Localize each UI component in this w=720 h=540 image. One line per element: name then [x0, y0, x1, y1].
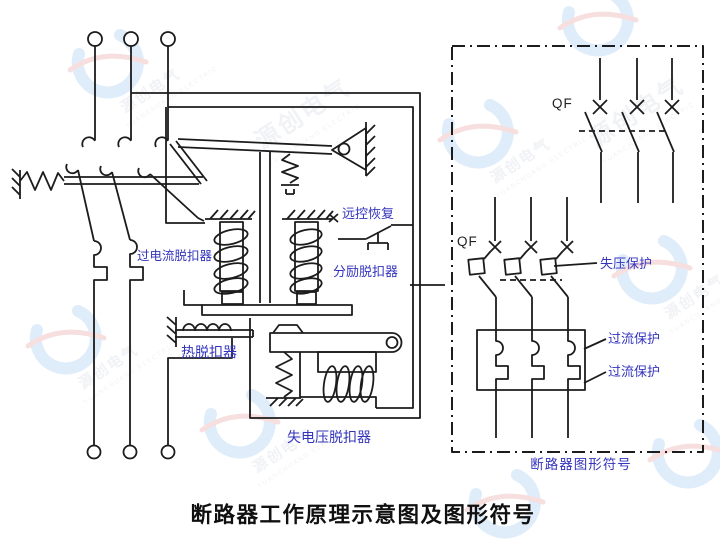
- armature-tip: [328, 213, 339, 223]
- pushbutton-icon: [367, 232, 389, 250]
- label-remote-reset: 远控恢复: [342, 206, 394, 221]
- undervoltage-release: [266, 324, 403, 408]
- yoke-hatch: [282, 209, 334, 220]
- opening-spring: [11, 168, 65, 199]
- heater-coil: [182, 323, 232, 332]
- uv-coil-core: [317, 351, 377, 373]
- label-qf-top: QF: [552, 96, 573, 111]
- label-overcurrent-protection-lower: 过流保护: [608, 364, 660, 379]
- uv-release-element: [503, 257, 522, 276]
- protection-box: [476, 329, 586, 391]
- breaker-symbol-simple: QF: [552, 58, 680, 203]
- thermal-release-bimetal: [166, 316, 254, 347]
- pole-conductors: [93, 239, 144, 446]
- main-schematic: 过电流脱扣器 远控恢复 分励脱扣器 热脱扣器 失电压脱扣器: [11, 31, 445, 460]
- label-undervoltage-release: 失电压脱扣器: [287, 429, 371, 445]
- label-thermal-release: 热脱扣器: [181, 344, 237, 360]
- lever-spring: [281, 153, 299, 195]
- breaker-symbol-detailed: QF: [457, 197, 586, 438]
- shunt-release-coil: [282, 209, 334, 305]
- pole-terminals-bottom: [86, 444, 176, 460]
- uv-spring: [275, 351, 293, 398]
- watermark-logo: 源创电气 YUANCHUANG ELECTRIC: [440, 105, 589, 200]
- label-qf-detailed: QF: [457, 234, 478, 249]
- pivot-wall-hatch: [365, 122, 376, 177]
- label-overcurrent-protection-upper: 过流保护: [608, 331, 660, 346]
- control-wiring: [131, 92, 445, 446]
- wall-anchor-hatch: [11, 168, 21, 199]
- watermark-logo: 源创电气 YUANCHUANG ELECTRIC: [28, 311, 177, 406]
- symbol-panel-caption: 断路器图形符号: [530, 457, 632, 472]
- trip-rod: [259, 152, 271, 303]
- symbol-panel-border: [451, 45, 704, 453]
- symbol-labels: 失压保护 过流保护 过流保护: [553, 256, 660, 384]
- symbol-panel: QF QF 失压保护 过流保护 过流保护 断路器图形符号: [451, 45, 704, 472]
- uv-lever-arm: [269, 332, 403, 353]
- yoke-hatch: [205, 209, 256, 220]
- uv-release-element: [467, 257, 486, 276]
- watermark-logo: [650, 425, 720, 482]
- page-title: 断路器工作原理示意图及图形符号: [190, 502, 535, 527]
- leader-overcurrent-upper: [583, 338, 607, 350]
- label-overcurrent-release: 过电流脱扣器: [137, 248, 213, 263]
- overcurrent-release-coil: [205, 209, 256, 305]
- lever-pivot: [331, 122, 376, 177]
- uv-lever-latch: [272, 324, 304, 334]
- contact-blades: [65, 163, 205, 242]
- trip-lever: [177, 138, 333, 155]
- label-undervoltage-protection: 失压保护: [600, 256, 652, 271]
- leader-overcurrent-lower: [583, 371, 607, 384]
- uv-spring-ground: [266, 397, 304, 407]
- bimetal-anchor-hatch: [166, 316, 177, 347]
- watermark-logo: [560, 0, 636, 50]
- leader-undervoltage: [553, 262, 598, 267]
- remote-reset-switch: [328, 213, 413, 250]
- uv-coil-frame: [299, 352, 377, 408]
- armature-crosshead: [183, 290, 353, 316]
- watermark-logo: 源创电气 YUANCHUANG ELECTRIC: [70, 35, 219, 130]
- label-shunt-release: 分励脱扣器: [333, 264, 398, 279]
